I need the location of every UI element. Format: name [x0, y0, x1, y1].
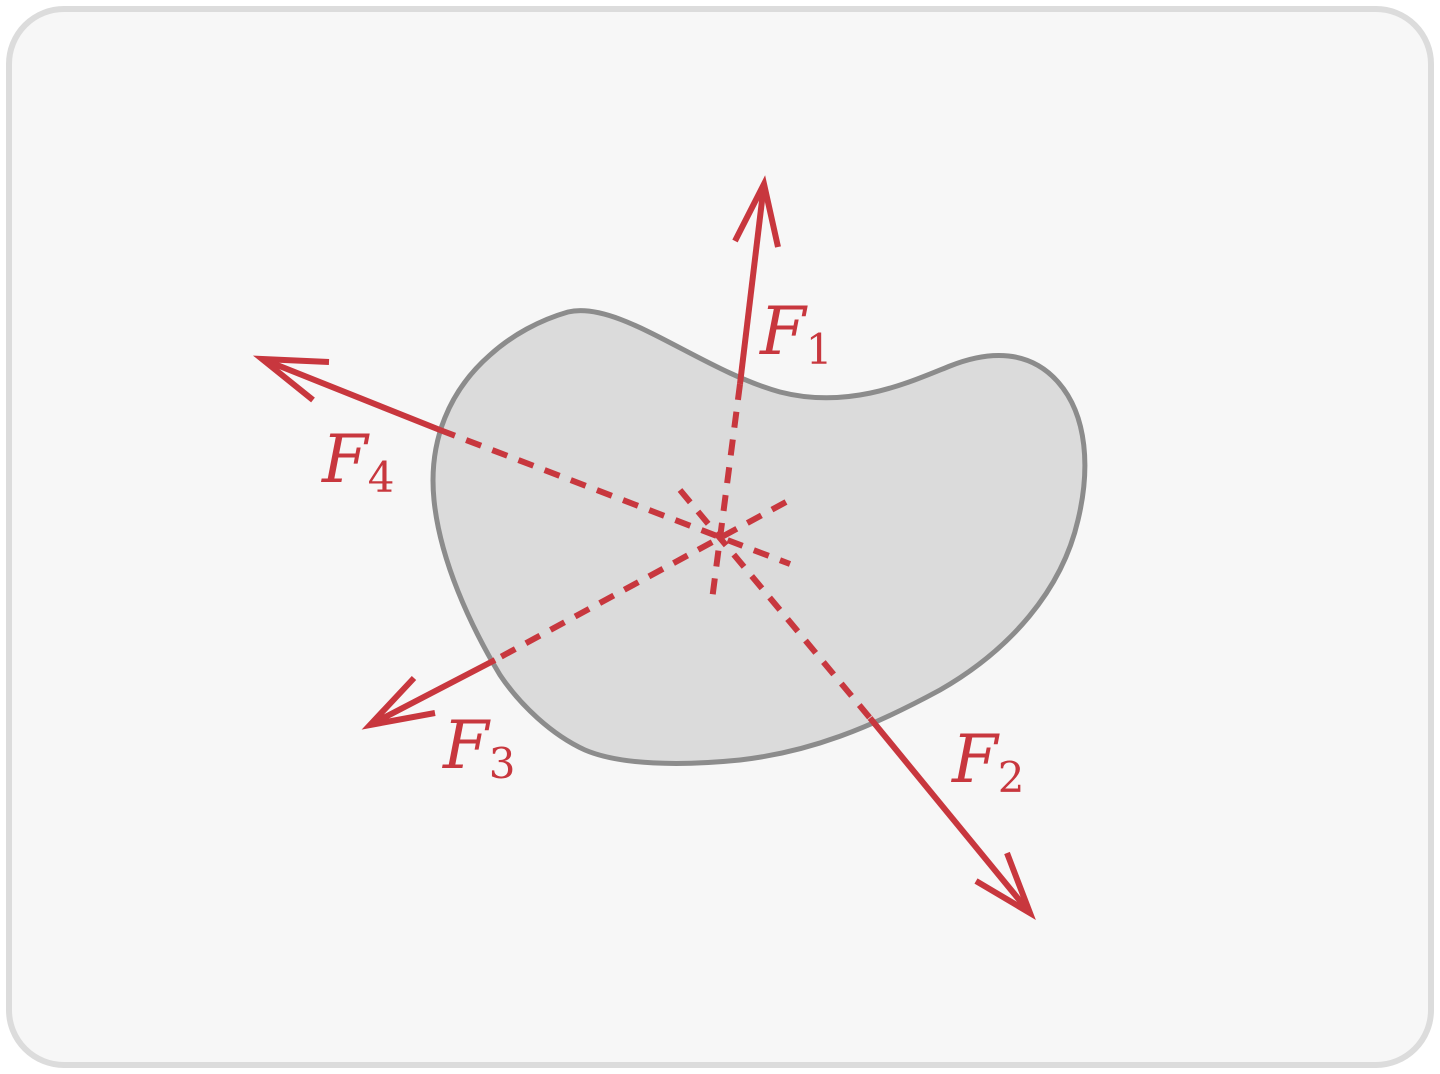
f2-label: F2 — [951, 721, 1025, 802]
f3-arrowhead — [361, 675, 436, 730]
f2-line-of-action — [677, 488, 873, 720]
f1-arrow-shaft — [737, 183, 767, 385]
f1-label: F1 — [759, 293, 833, 374]
f4-arrowhead — [252, 355, 330, 403]
f4-label: F4 — [321, 421, 395, 502]
f3-arrow-shaft — [368, 657, 497, 728]
f4-arrow-shaft — [260, 356, 442, 433]
f3-label: F3 — [442, 707, 516, 788]
f1-line-of-action — [709, 383, 743, 601]
f4-line-of-action — [438, 427, 792, 567]
f2-arrow-shaft — [867, 716, 1033, 915]
f1-arrowhead — [732, 175, 781, 248]
rigid-body — [430, 308, 1088, 766]
f2-arrowhead — [974, 851, 1036, 920]
